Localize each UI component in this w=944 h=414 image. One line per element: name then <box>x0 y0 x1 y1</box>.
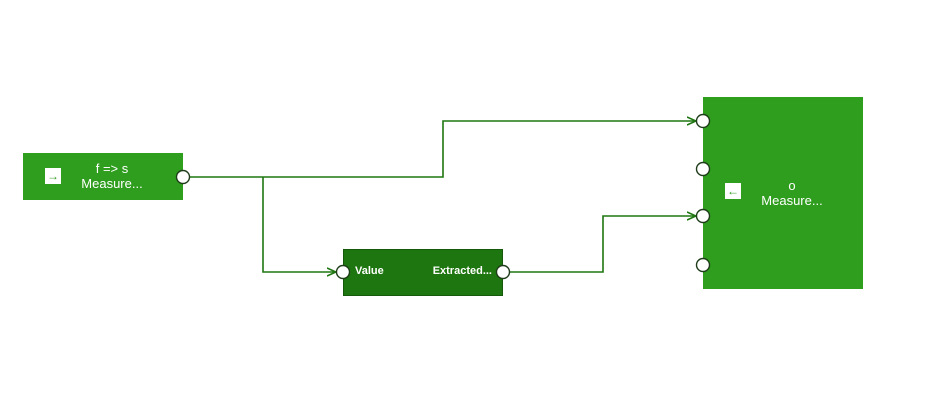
edge-input-to-output-port-1[interactable] <box>189 121 696 178</box>
output-node-port-3[interactable] <box>695 208 711 224</box>
value-extract-node[interactable]: Value Extracted... <box>343 249 503 296</box>
output-node-port-1[interactable] <box>695 113 711 129</box>
output-node-port-2[interactable] <box>695 161 711 177</box>
value-node-output-port[interactable] <box>495 264 511 280</box>
output-node[interactable]: ← o Measure... <box>703 97 863 289</box>
input-node-output-port[interactable] <box>175 169 191 185</box>
input-node-label: f => s Measure... <box>67 161 157 191</box>
input-node-title: f => s <box>95 161 129 176</box>
output-node-port-4[interactable] <box>695 257 711 273</box>
edge-value-to-output-port-3[interactable] <box>509 216 696 273</box>
extracted-port-label: Extracted... <box>432 265 492 277</box>
output-node-label: o Measure... <box>747 178 837 208</box>
arrow-right-into-box-icon: → <box>45 168 61 184</box>
output-node-subtitle: Measure... <box>761 193 823 208</box>
value-port-label: Value <box>355 265 384 277</box>
input-node[interactable]: → f => s Measure... <box>23 153 183 200</box>
edge-input-to-value[interactable] <box>262 177 336 272</box>
input-node-subtitle: Measure... <box>81 176 143 191</box>
output-node-title: o <box>788 178 796 193</box>
value-node-input-port[interactable] <box>335 264 351 280</box>
arrow-left-into-box-icon: ← <box>725 183 741 199</box>
